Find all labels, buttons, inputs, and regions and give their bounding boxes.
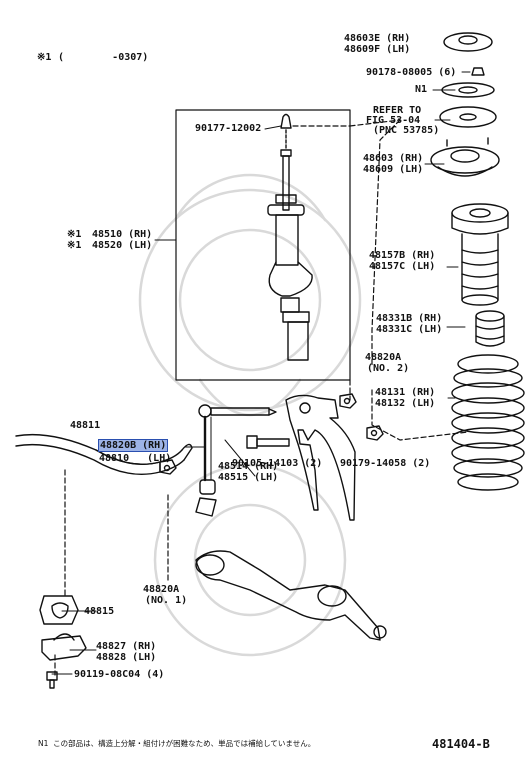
label-48157c[interactable]: 48157C (LH) (369, 261, 436, 272)
nut-no1[interactable] (159, 459, 177, 475)
label-90177[interactable]: 90177-12002 (195, 123, 262, 134)
upper-support-parts[interactable] (430, 32, 500, 177)
stabilizer-bushing[interactable] (39, 595, 79, 625)
label-90179[interactable]: 90179-14058 (2) (340, 458, 431, 469)
shock-absorber[interactable] (267, 113, 313, 361)
refer-to-line1: REFER TO (373, 105, 422, 116)
lower-control-arm[interactable] (195, 550, 387, 641)
footer-note: N1 この部品は、構造上分解・組付けが困難なため、単品では補給していません。 (38, 739, 316, 748)
dashed-connectors (54, 119, 469, 676)
label-48820a-top[interactable]: 48820A (365, 352, 402, 363)
label-48820a-bottom[interactable]: 48820A (143, 584, 180, 595)
diagram-code: 481404-B (432, 737, 490, 751)
nut-no2[interactable] (339, 393, 357, 409)
label-48811[interactable]: 48811 (70, 420, 101, 431)
bolt-90119[interactable] (46, 671, 58, 689)
stabilizer-bracket[interactable] (41, 633, 87, 661)
shock-absorber-frame (175, 109, 351, 381)
label-48828[interactable]: 48828 (LH) (96, 652, 157, 663)
label-48827[interactable]: 48827 (RH) (96, 641, 157, 652)
refer-to-line3: (PNC 53785) (373, 125, 440, 136)
note-mark: ※1 (37, 52, 52, 63)
label-48520[interactable]: 48520 (LH) (92, 240, 153, 251)
bump-boot[interactable] (451, 203, 509, 306)
label-no1: (NO. 1) (145, 595, 188, 606)
label-48131[interactable]: 48131 (RH) (375, 387, 436, 398)
label-48810[interactable]: 48810 (LH) (99, 453, 172, 464)
label-48514[interactable]: 48514 (RH) (218, 461, 279, 472)
label-90178[interactable]: 90178-08005 (6) (366, 67, 457, 78)
bump-stopper[interactable] (475, 310, 505, 347)
stabilizer-link[interactable] (195, 404, 277, 517)
label-no2: (NO. 2) (367, 363, 410, 374)
leader-lines (51, 71, 471, 675)
knuckle-bracket[interactable] (285, 394, 356, 521)
bolt-90105[interactable] (246, 435, 290, 449)
label-48815[interactable]: 48815 (84, 606, 115, 617)
mark-48510: ※1 (67, 229, 82, 240)
label-48515[interactable]: 48515 (LH) (218, 472, 279, 483)
label-90105[interactable]: 90105-14103 (2) (232, 458, 323, 469)
label-48820b[interactable]: 48820B (RH) (97, 439, 169, 452)
nut-90179[interactable] (366, 425, 384, 441)
label-n1: N1 (415, 84, 428, 95)
label-48609f[interactable]: 48609F (LH) (344, 44, 411, 55)
label-48132[interactable]: 48132 (LH) (375, 398, 436, 409)
label-48603[interactable]: 48603 (RH) (363, 153, 424, 164)
coil-spring[interactable] (451, 354, 525, 491)
label-48820b-highlight[interactable]: 48820B (RH) (97, 439, 169, 452)
note-range: ( -0307) (58, 52, 149, 63)
label-48603e[interactable]: 48603E (RH) (344, 33, 411, 44)
label-48609[interactable]: 48609 (LH) (363, 164, 424, 175)
label-48331b[interactable]: 48331B (RH) (376, 313, 443, 324)
watermark-emblem (138, 173, 362, 657)
mark-48520: ※1 (67, 240, 82, 251)
refer-to-line2[interactable]: FIG 53-04 (366, 115, 421, 126)
label-90119[interactable]: 90119-08C04 (4) (74, 669, 165, 680)
label-48510[interactable]: 48510 (RH) (92, 229, 153, 240)
label-48331c[interactable]: 48331C (LH) (376, 324, 443, 335)
label-48157b[interactable]: 48157B (RH) (369, 250, 436, 261)
